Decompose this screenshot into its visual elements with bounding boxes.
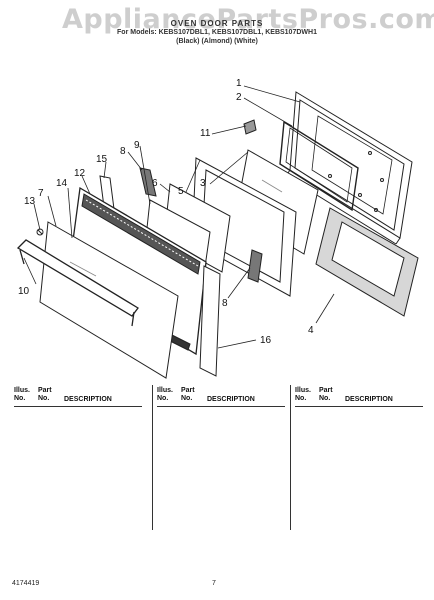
watermark: AppliancePartsPros.com [62,4,434,35]
model-list: For Models: KEBS107DBL1, KEBS107DBL1, KE… [117,29,317,36]
description-header: DESCRIPTION [207,396,255,403]
leader-lines [23,85,335,349]
callout-2: 2 [236,92,242,103]
callout-10: 10 [18,286,30,297]
header-rule [157,406,285,407]
side-trim-part [199,265,221,377]
header-rule [14,406,142,407]
screw-part [36,228,44,236]
page-title: OVEN DOOR PARTS [170,19,264,28]
wire-rack-part [279,120,359,212]
parts-table-column-3: Illus. No. Part No. DESCRIPTION [290,385,430,530]
callout-labels: 1 2 11 3 4 5 6 7 8 9 10 12 13 14 15 16 8 [18,78,314,346]
illus-no-header: Illus. No. [14,387,30,402]
finish-list: (Black) (Almond) (White) [176,38,258,45]
bracket-part [243,119,257,135]
callout-9: 9 [134,140,140,151]
callout-5: 5 [178,186,184,197]
callout-8-upper: 8 [120,146,126,157]
description-header: DESCRIPTION [64,396,112,403]
glass-clip-top-part [139,167,157,197]
callout-15: 15 [96,154,108,165]
illus-no-header: Illus. No. [157,387,173,402]
callout-14: 14 [56,178,68,189]
parts-table-column-2: Illus. No. Part No. DESCRIPTION [152,385,292,530]
illus-no-header: Illus. No. [295,387,311,402]
column-header: Illus. No. Part No. DESCRIPTION [157,385,292,407]
document-number: 4174419 [12,580,40,587]
callout-3: 3 [200,178,206,189]
column-header: Illus. No. Part No. DESCRIPTION [295,385,430,407]
door-frame-part [285,91,413,245]
door-handle-part [16,239,139,327]
page-number: 7 [212,580,216,587]
part-no-header: Part No. [181,387,195,402]
callout-8-lower: 8 [222,298,228,309]
part-no-header: Part No. [38,387,52,402]
parts-table-column-1: Illus. No. Part No. DESCRIPTION [14,385,149,530]
callout-11: 11 [200,128,211,139]
part-no-header: Part No. [319,387,333,402]
header-rule [295,406,423,407]
callout-13: 13 [24,196,36,207]
callout-4: 4 [308,325,314,336]
parts-table: Illus. No. Part No. DESCRIPTION Illus. N… [10,385,430,530]
exploded-view-diagram: 1 2 11 3 4 5 6 7 8 9 10 12 13 14 15 16 8 [16,78,419,379]
callout-6: 6 [152,178,158,189]
insulation-panel-part [315,207,419,317]
callout-7: 7 [38,188,44,199]
callout-16: 16 [260,335,272,346]
description-header: DESCRIPTION [345,396,393,403]
callout-1: 1 [236,78,242,89]
callout-12: 12 [74,168,86,179]
column-header: Illus. No. Part No. DESCRIPTION [14,385,149,407]
